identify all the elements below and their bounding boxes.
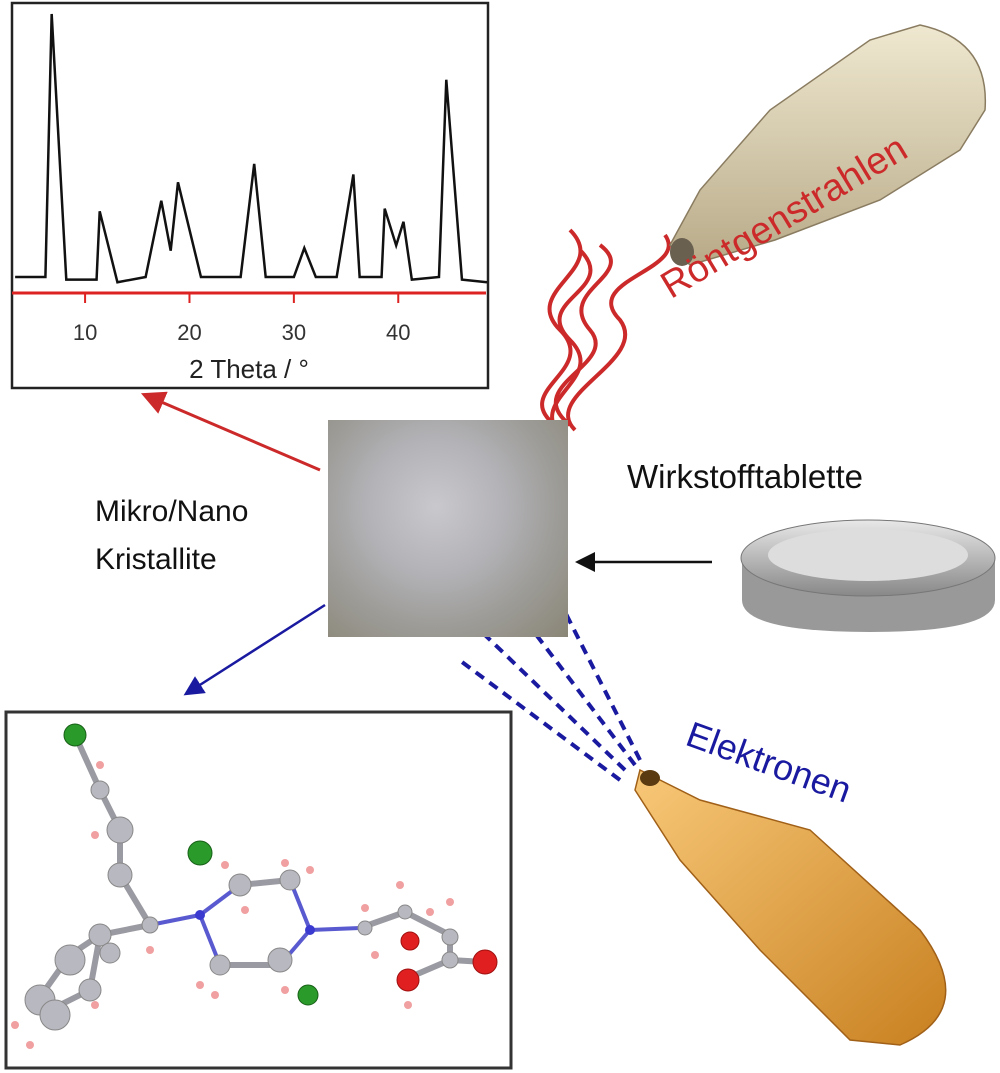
x-tick-label: 10 [73,320,97,345]
x-tick-label: 30 [282,320,306,345]
chlorine-atoms [63,723,319,1006]
molecule-structure [4,710,513,1070]
hydrogen-atoms [11,761,454,1049]
xrd-chart: 10 20 30 40 2 Theta / ° [10,1,490,390]
tablet-icon [740,519,996,632]
diffractogram-line [15,13,488,284]
xray-tube [669,24,987,266]
carbon-atoms [24,780,459,1031]
electron-beam [460,601,642,782]
x-axis-label: 2 Theta / ° [189,354,309,384]
crystallites-label-line1: Mikro/Nano [95,495,249,528]
powder-sample-image [328,420,568,637]
crystallites-label-line2: Kristallite [95,543,217,576]
arrow-to-chart [140,391,321,472]
xray-wave-2 [553,233,671,432]
x-tick-label: 40 [386,320,410,345]
x-tick-label: 20 [177,320,201,345]
oxygen-atoms [396,931,498,992]
tablet-label: Wirkstofftablette [627,458,863,495]
electron-tube [634,768,947,1046]
arrow-to-molecule [183,603,326,696]
nitrogen-atoms [195,910,315,935]
xray-wave [540,228,593,442]
